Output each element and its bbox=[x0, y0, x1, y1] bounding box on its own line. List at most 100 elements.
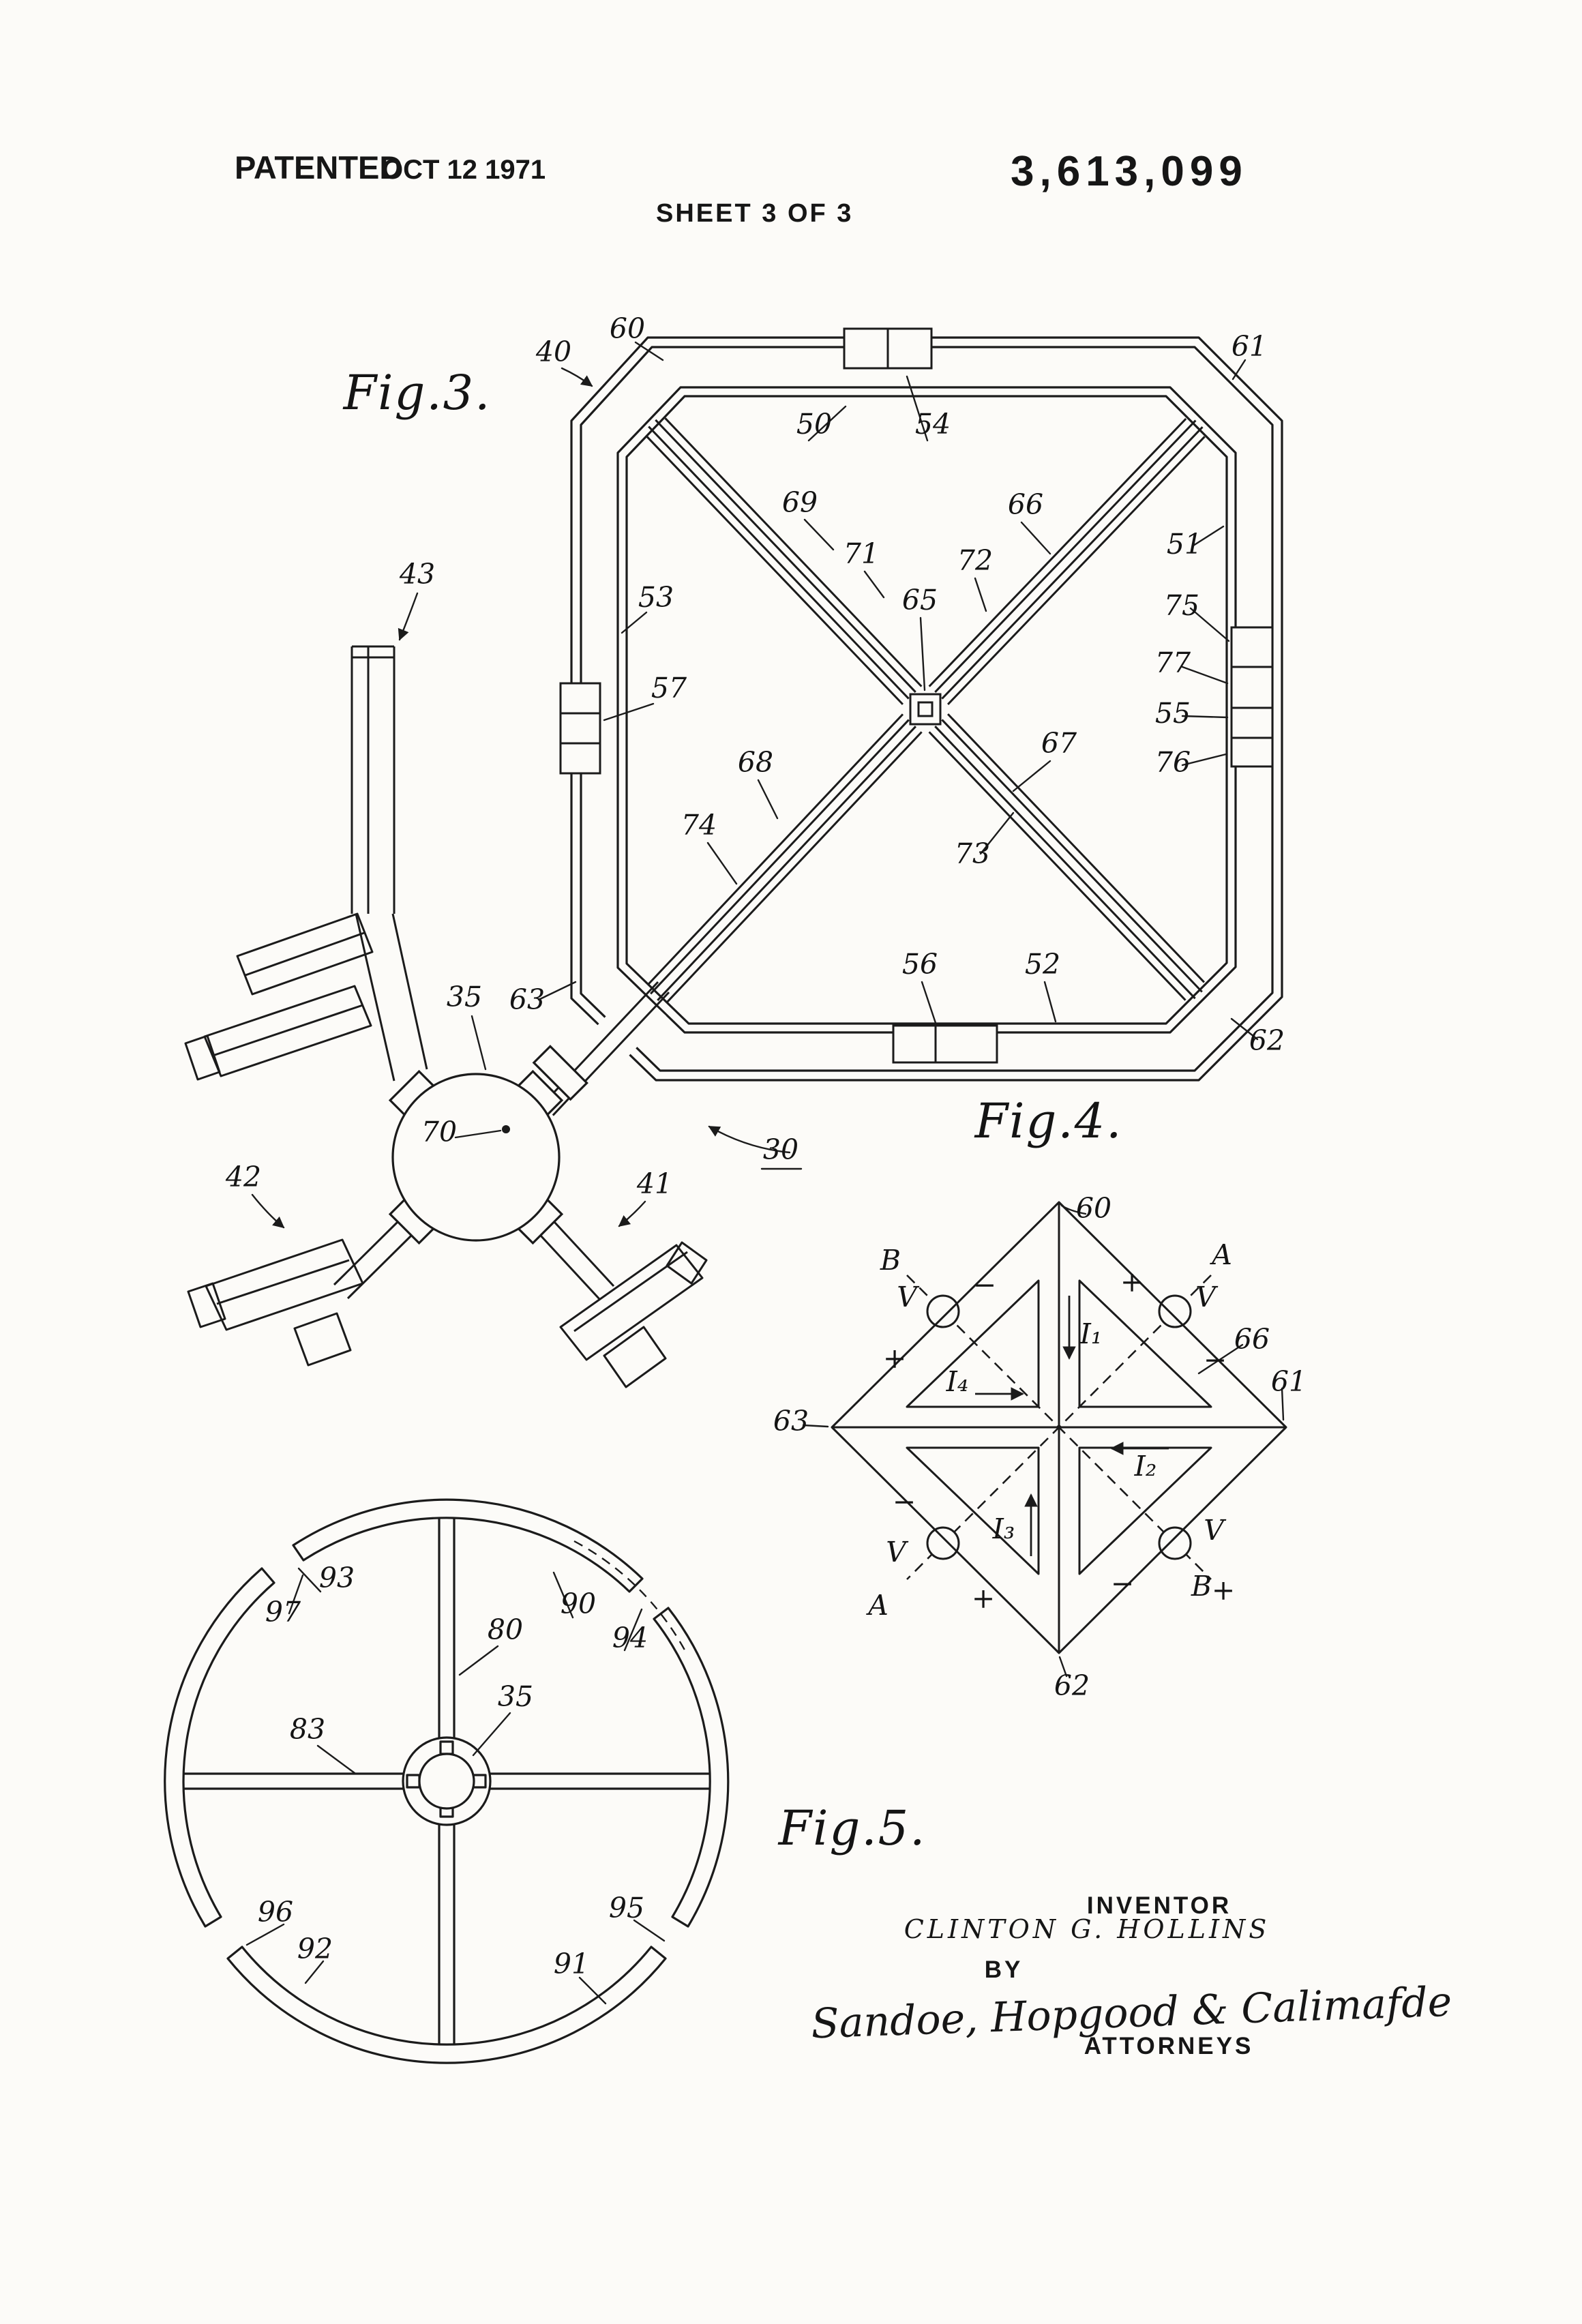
inventor-name: CLINTON G. HOLLINS bbox=[904, 1914, 1270, 1944]
fig3-ref-61: 61 bbox=[1232, 330, 1267, 363]
fig3-ref-62: 62 bbox=[1249, 1024, 1285, 1057]
fig4-current-I4: I₄ bbox=[946, 1365, 969, 1398]
fig3-caption: Fig.3. bbox=[342, 365, 492, 421]
fig3-center-block bbox=[909, 693, 942, 726]
fig3-ref-69: 69 bbox=[782, 486, 818, 519]
fig5-ref-35: 35 bbox=[498, 1680, 533, 1713]
fig3-ref-30: 30 bbox=[763, 1133, 799, 1166]
fig5-hidden-edge bbox=[573, 1540, 688, 1654]
page-header: PATENTED OCT 12 1971 3,613,099 SHEET 3 O… bbox=[235, 148, 1242, 228]
fig4-voltmeter-lower-left bbox=[926, 1526, 960, 1560]
fig5-ref-97: 97 bbox=[265, 1596, 301, 1628]
fig3-ref-70: 70 bbox=[421, 1116, 457, 1148]
fig4-ref-66: 66 bbox=[1234, 1323, 1270, 1356]
fig4-voltmeter-upper-right bbox=[1158, 1294, 1192, 1328]
fig4-label-V-upper-right: V bbox=[1195, 1281, 1219, 1313]
fig5-ref-91: 91 bbox=[554, 1948, 589, 1980]
fig4-ref-63: 63 bbox=[773, 1405, 809, 1437]
fig3-ref-42: 42 bbox=[225, 1161, 261, 1193]
fig4-ref-62: 62 bbox=[1054, 1669, 1090, 1702]
fig3-ref-63: 63 bbox=[509, 983, 545, 1016]
fig5-ref-80: 80 bbox=[488, 1613, 523, 1646]
fig5-ref-94: 94 bbox=[612, 1622, 648, 1654]
fig5-labels: 93 97 90 80 94 83 35 96 92 95 91 bbox=[258, 1562, 648, 1980]
sheet-label: SHEET 3 OF 3 bbox=[656, 199, 853, 228]
fig4-current-I3: I₃ bbox=[992, 1513, 1015, 1545]
attorneys-label: ATTORNEYS bbox=[1084, 2033, 1254, 2059]
fig3-edge-blocks bbox=[559, 327, 1274, 1064]
fig5-ref-92: 92 bbox=[297, 1933, 333, 1965]
fig4-minus-lower-right: − bbox=[1111, 1567, 1134, 1600]
fig3-leader-lines bbox=[251, 341, 1259, 1229]
fig5-hub-inner bbox=[418, 1753, 475, 1810]
fig4-label-V-lower-left: V bbox=[886, 1536, 909, 1568]
fig3-ref-54: 54 bbox=[915, 408, 951, 441]
fig5-caption: Fig.5. bbox=[777, 1800, 927, 1856]
patented-label: PATENTED bbox=[235, 149, 402, 185]
fig3-ref-71: 71 bbox=[844, 537, 879, 570]
fig5-wheel bbox=[164, 1498, 730, 2064]
fig3-diagonal-braces bbox=[541, 417, 1206, 1116]
by-label: BY bbox=[985, 1956, 1024, 1983]
fig4-label-V-upper-left: V bbox=[897, 1281, 920, 1313]
fig3-ref-43: 43 bbox=[399, 558, 435, 591]
fig5-ref-90: 90 bbox=[561, 1588, 596, 1620]
fig3-reference-numerals: 40 60 61 50 54 69 71 66 72 65 51 53 75 7… bbox=[225, 312, 1285, 1200]
fig4-label-A-top: A bbox=[1209, 1238, 1232, 1271]
fig5-rim-segment-90 bbox=[653, 1607, 730, 1928]
fig3-ref-50: 50 bbox=[796, 408, 832, 441]
fig3-ref-60: 60 bbox=[610, 312, 645, 345]
fig4-voltmeter-lower-right bbox=[1158, 1526, 1192, 1560]
fig3-ref-66: 66 bbox=[1008, 488, 1043, 521]
fig4-ref-60: 60 bbox=[1076, 1192, 1111, 1225]
fig5-rim-segment-93 bbox=[292, 1498, 644, 1593]
fig3-ref-57: 57 bbox=[651, 672, 687, 704]
fig4-minus-lower-left: − bbox=[893, 1485, 916, 1518]
fig5-ref-96: 96 bbox=[258, 1896, 293, 1928]
fig3-ref-56: 56 bbox=[902, 948, 938, 981]
fig4-schematic bbox=[831, 1201, 1287, 1654]
fig3-corner-opening bbox=[576, 985, 667, 1079]
fig3-post-43 bbox=[184, 645, 428, 1082]
fig3-ref-35: 35 bbox=[447, 981, 482, 1013]
fig3-brace-lower-right bbox=[928, 713, 1206, 1001]
fig4-label-V-lower-right: V bbox=[1204, 1514, 1227, 1547]
fig4-plus-lower-right: + bbox=[1212, 1574, 1235, 1607]
fig3-ref-40: 40 bbox=[535, 336, 571, 368]
fig5-ref-95: 95 bbox=[609, 1892, 644, 1924]
fig3-ref-76: 76 bbox=[1155, 746, 1191, 779]
fig4-current-I2: I₂ bbox=[1134, 1450, 1157, 1483]
fig4-label-B-top: B bbox=[880, 1244, 901, 1277]
fig3-ref-41: 41 bbox=[636, 1167, 672, 1200]
fig3-ref-73: 73 bbox=[955, 837, 990, 870]
fig3-frame bbox=[570, 336, 1283, 1082]
fig5-ref-83: 83 bbox=[290, 1713, 325, 1746]
fig4-ref-61: 61 bbox=[1271, 1365, 1307, 1398]
fig3-brace-lower-left-and-shaft bbox=[541, 713, 923, 1116]
fig4-voltmeter-upper-left bbox=[926, 1294, 960, 1328]
fig3-brace-upper-left bbox=[645, 417, 923, 705]
fig3-ref-55: 55 bbox=[1155, 697, 1191, 730]
fig3-hub bbox=[388, 1045, 588, 1245]
fig3-arm-41 bbox=[539, 1221, 708, 1388]
fig4-minus-upper-right: − bbox=[1204, 1343, 1227, 1376]
fig3-ref-74: 74 bbox=[681, 809, 717, 841]
fig4-plus-upper-right: + bbox=[1120, 1266, 1144, 1298]
fig3-ref-67: 67 bbox=[1041, 727, 1077, 760]
fig3-ref-68: 68 bbox=[738, 746, 773, 779]
fig4-caption: Fig.4. bbox=[974, 1093, 1123, 1149]
fig4-minus-upper-left: − bbox=[973, 1268, 996, 1301]
fig3-ref-51: 51 bbox=[1167, 528, 1202, 561]
fig4-current-arrows bbox=[975, 1296, 1169, 1556]
fig3-arm-42 bbox=[187, 1221, 413, 1367]
fig4-current-I1: I₁ bbox=[1079, 1317, 1103, 1350]
fig3-hub-pin bbox=[502, 1125, 510, 1133]
page-footer: INVENTOR CLINTON G. HOLLINS BY Sandoe, H… bbox=[810, 1892, 1452, 2059]
inventor-label: INVENTOR bbox=[1087, 1892, 1232, 1919]
fig4-labels: 60 B A V − + + V − I₁ I₄ 66 61 63 I₂ I₃ … bbox=[773, 1192, 1307, 1702]
fig3-ref-75: 75 bbox=[1164, 589, 1199, 622]
fig3-ref-65: 65 bbox=[902, 584, 938, 616]
fig5-leader-lines bbox=[245, 1567, 666, 2005]
patent-date: OCT 12 1971 bbox=[382, 155, 546, 185]
